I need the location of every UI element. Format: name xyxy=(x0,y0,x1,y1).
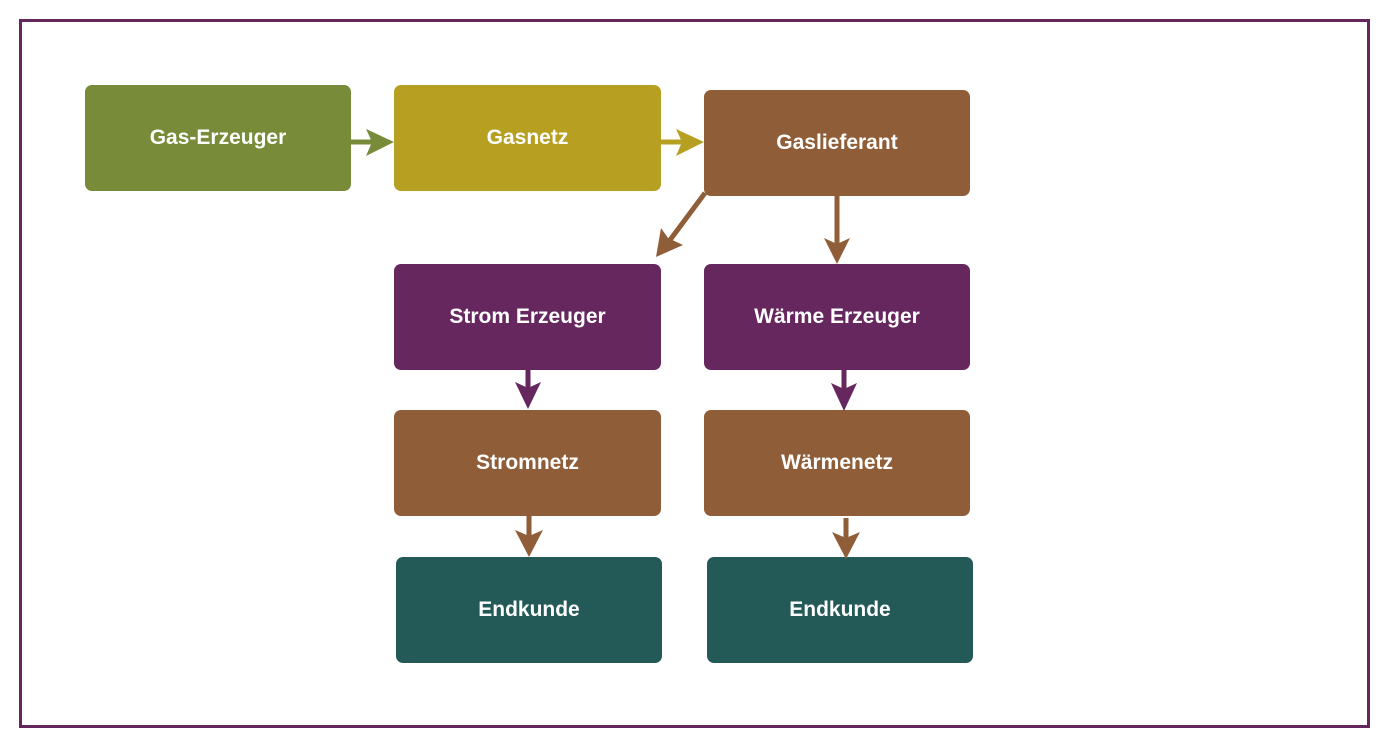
diagram-frame xyxy=(19,19,1370,728)
node-endkunde-strom: Endkunde xyxy=(396,557,662,663)
node-label: Gasnetz xyxy=(486,126,569,149)
node-gasnetz: Gasnetz xyxy=(394,85,661,191)
node-label: Stromnetz xyxy=(476,451,579,474)
node-endkunde-waerme: Endkunde xyxy=(707,557,973,663)
node-label: Wärme Erzeuger xyxy=(754,305,920,328)
node-label: Endkunde xyxy=(789,598,891,621)
node-label: Gas-Erzeuger xyxy=(149,126,287,149)
node-label: Endkunde xyxy=(478,598,580,621)
node-label: Gaslieferant xyxy=(776,131,898,154)
node-stromnetz: Stromnetz xyxy=(394,410,661,516)
node-gas-erzeuger: Gas-Erzeuger xyxy=(85,85,351,191)
node-label: Wärmenetz xyxy=(780,451,894,474)
node-waerme-erzeuger: Wärme Erzeuger xyxy=(704,264,970,370)
node-waermenetz: Wärmenetz xyxy=(704,410,970,516)
node-strom-erzeuger: Strom Erzeuger xyxy=(394,264,661,370)
node-label: Strom Erzeuger xyxy=(449,305,606,328)
node-gaslieferant: Gaslieferant xyxy=(704,90,970,196)
